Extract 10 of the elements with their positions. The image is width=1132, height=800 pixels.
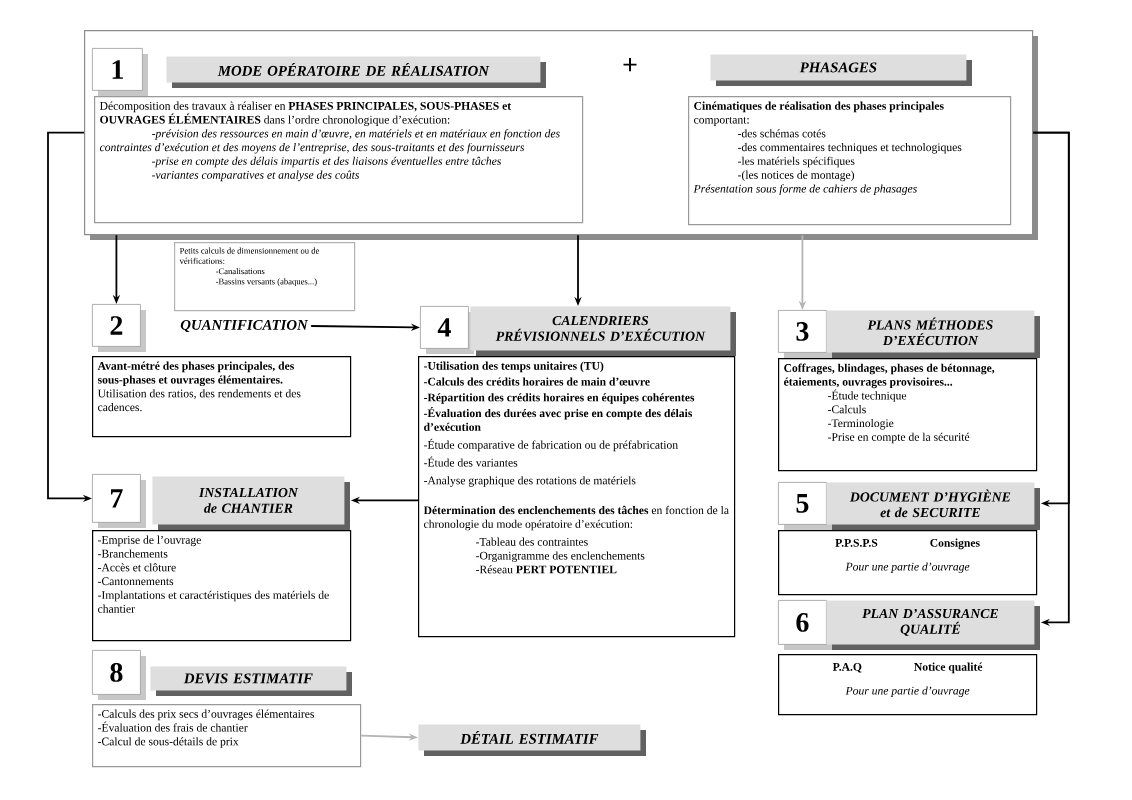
number-box: 2: [92, 304, 146, 352]
arrow: [1032, 131, 1070, 627]
number-box: 7: [92, 474, 146, 528]
plus-sign: +: [623, 58, 637, 72]
number-box: 5: [778, 482, 832, 530]
number-box: 3: [778, 310, 832, 358]
number-box: 8: [92, 650, 146, 700]
number-box: 6: [778, 600, 832, 650]
number-box: 4: [420, 306, 474, 354]
number-box: 1: [92, 48, 148, 96]
